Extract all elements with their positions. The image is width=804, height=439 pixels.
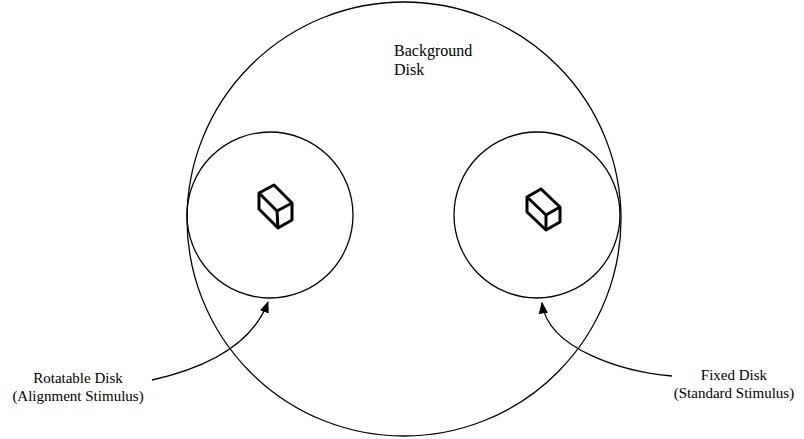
cube-figure	[259, 185, 292, 228]
callout-label: Fixed Disk (Standard Stimulus)	[673, 366, 795, 402]
rotatable-disk	[187, 132, 353, 298]
leader-arrow	[152, 302, 268, 380]
background-disk: Background Disk	[186, 1, 622, 437]
callout-label: Rotatable Disk (Alignment Stimulus)	[12, 369, 144, 405]
leader-arrow	[542, 303, 672, 376]
fixed-disk	[454, 132, 620, 298]
disk-title: Background Disk	[394, 41, 414, 79]
cube-figure	[527, 189, 560, 230]
